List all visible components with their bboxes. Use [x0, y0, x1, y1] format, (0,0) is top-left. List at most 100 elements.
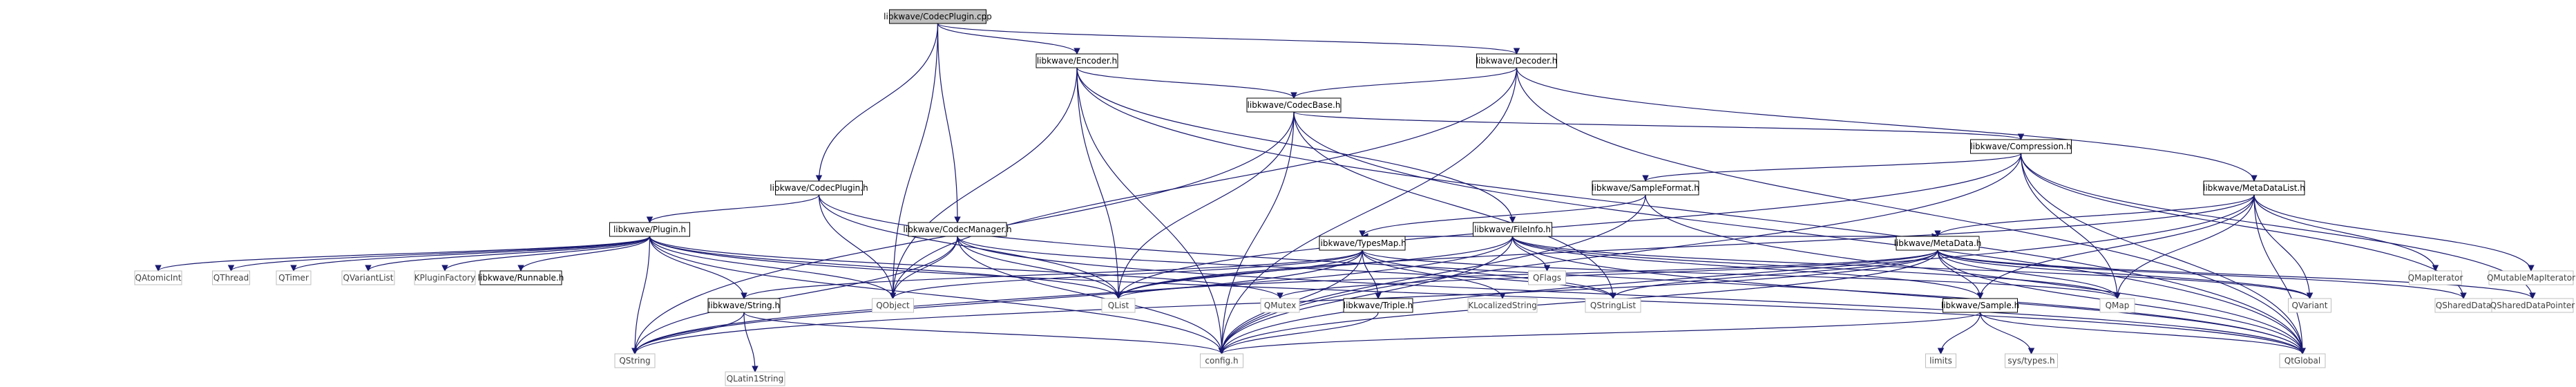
- edge-plugin-h-to-qlist: [649, 236, 1122, 299]
- node-qmap: QMap: [2099, 298, 2135, 313]
- edge-codecmanager-h-to-qlist: [957, 236, 1122, 299]
- node-decoder-h[interactable]: libkwave/Decoder.h: [1476, 53, 1558, 68]
- node-box: [725, 371, 785, 386]
- edge-decoder-h-to-codecbase-h: [1290, 67, 1518, 99]
- node-qstring: QString: [614, 353, 656, 368]
- node-label: QMutableMapIterator: [2487, 273, 2575, 283]
- edge-string-h-to-qstring: [631, 312, 745, 355]
- edge-decoder-h-to-config-h: [1218, 67, 1518, 355]
- node-box: [414, 270, 476, 285]
- node-typesmap-h[interactable]: libkwave/TypesMap.h: [1318, 236, 1406, 251]
- node-klocalizedstring: KLocalizedString: [1467, 298, 1538, 313]
- node-label: libkwave/Encoder.h: [1037, 56, 1117, 66]
- node-box: [889, 9, 986, 24]
- edge-metadata-h-to-config-h: [1218, 249, 1938, 355]
- node-label: libkwave/CodecPlugin.h: [770, 183, 868, 193]
- node-sys-types-h: sys/types.h: [2005, 353, 2058, 368]
- node-box: [614, 353, 656, 368]
- node-box: [479, 270, 562, 285]
- node-qshareddatapointer: QSharedDataPointer: [2490, 298, 2575, 313]
- node-box: [1260, 298, 1300, 313]
- node-sampleformat-h[interactable]: libkwave/SampleFormat.h: [1592, 180, 1699, 196]
- edge-codecplugin-h-to-plugin-h: [646, 194, 820, 223]
- node-codecplugin-cpp[interactable]: libkwave/CodecPlugin.cpp: [884, 9, 992, 24]
- edge-triple-h-to-config-h: [1218, 312, 1379, 355]
- node-label: QMap: [2106, 301, 2130, 310]
- edge-codecplugin-cpp-to-qobject: [889, 23, 939, 299]
- node-box: [2279, 353, 2326, 368]
- node-string-h[interactable]: libkwave/String.h: [707, 298, 781, 313]
- edge-fileinfo-h-to-qvariant: [1511, 236, 2313, 299]
- edge-metadata-h-to-qvariant: [1937, 249, 2313, 299]
- edge-codecplugin-cpp-to-decoder-h: [937, 23, 1520, 55]
- node-qvariantlist: QVariantList: [341, 270, 395, 285]
- edge-codecmanager-h-to-qstring: [631, 236, 958, 355]
- edge-metadatalist-h-to-qlist: [1115, 194, 2255, 299]
- node-box: [2099, 298, 2135, 313]
- edge-encoder-h-to-qtglobal: [1076, 67, 2306, 355]
- edge-plugin-h-to-qtimer: [290, 236, 651, 272]
- edge-sampleformat-h-to-qtglobal: [1645, 194, 2306, 355]
- edge-plugin-h-to-qobject: [649, 236, 897, 299]
- node-label: limits: [1929, 356, 1952, 366]
- edge-metadatalist-h-to-qtglobal: [2253, 194, 2306, 355]
- edge-sampleformat-h-to-typesmap-h: [1359, 194, 1646, 237]
- node-box: [1943, 298, 2018, 313]
- edge-plugin-h-to-qtglobal: [649, 236, 2306, 355]
- edge-plugin-h-to-qvariantlist: [365, 236, 651, 272]
- node-box: [1343, 298, 1413, 313]
- node-label: libkwave/Plugin.h: [613, 225, 686, 234]
- node-encoder-h[interactable]: libkwave/Encoder.h: [1036, 53, 1118, 68]
- edge-metadata-h-to-sample-h: [1937, 249, 1984, 299]
- node-qmapiterator: QMapIterator: [2408, 270, 2463, 285]
- node-metadata-h[interactable]: libkwave/MetaData.h: [1894, 236, 1982, 251]
- node-box: [609, 222, 690, 237]
- edge-typesmap-h-to-triple-h: [1362, 249, 1382, 299]
- node-box: [1246, 97, 1342, 113]
- edge-metadata-h-to-qmutex: [1277, 249, 1938, 299]
- edge-sample-h-to-qtglobal: [1979, 312, 2306, 355]
- edge-encoder-h-to-codecbase-h: [1076, 67, 1297, 99]
- node-label: libkwave/Decoder.h: [1476, 56, 1558, 66]
- node-label: libkwave/MetaDataList.h: [2203, 183, 2305, 193]
- node-label: libkwave/TypesMap.h: [1318, 238, 1406, 248]
- edge-typesmap-h-to-string-h: [741, 249, 1363, 299]
- node-label: libkwave/Sample.h: [1941, 301, 2019, 310]
- node-label: libkwave/Compression.h: [1970, 142, 2071, 151]
- edge-metadatalist-h-to-qmap: [2114, 194, 2255, 299]
- edge-metadatalist-h-to-sample-h: [1976, 194, 2255, 299]
- node-label: config.h: [1205, 356, 1238, 366]
- node-box: [908, 222, 1007, 237]
- node-plugin-h[interactable]: libkwave/Plugin.h: [609, 222, 690, 237]
- edge-metadatalist-h-to-qmutablemapiterator: [2253, 194, 2535, 272]
- node-fileinfo-h[interactable]: libkwave/FileInfo.h: [1473, 222, 1552, 237]
- edge-codecplugin-h-to-qlist: [818, 194, 1122, 299]
- node-sample-h[interactable]: libkwave/Sample.h: [1941, 298, 2019, 313]
- node-codecplugin-h[interactable]: libkwave/CodecPlugin.h: [770, 180, 868, 196]
- node-box: [1473, 222, 1552, 237]
- node-box: [1467, 298, 1538, 313]
- node-qshareddata: QSharedData: [2434, 298, 2492, 313]
- node-qmutex: QMutex: [1260, 298, 1300, 313]
- node-box: [1200, 353, 1243, 368]
- edge-typesmap-h-to-qmap: [1362, 249, 2121, 299]
- node-label: KLocalizedString: [1468, 301, 1536, 310]
- edge-metadata-h-to-qstringlist: [1610, 249, 1938, 299]
- edge-decoder-h-to-qobject: [889, 67, 1518, 299]
- node-codecmanager-h[interactable]: libkwave/CodecManager.h: [903, 222, 1012, 237]
- node-runnable-h[interactable]: libkwave/Runnable.h: [478, 270, 564, 285]
- node-compression-h[interactable]: libkwave/Compression.h: [1970, 139, 2072, 154]
- node-box: [1319, 236, 1406, 251]
- node-triple-h[interactable]: libkwave/Triple.h: [1343, 298, 1413, 313]
- node-codecbase-h[interactable]: libkwave/CodecBase.h: [1246, 97, 1342, 113]
- edge-fileinfo-h-to-config-h: [1218, 236, 1514, 355]
- edge-fileinfo-h-to-qtglobal: [1511, 236, 2306, 355]
- edge-codecbase-h-to-qlist: [1115, 111, 1295, 299]
- edge-sample-h-to-config-h: [1219, 312, 1981, 355]
- edge-compression-h-to-qtglobal: [2020, 153, 2306, 355]
- node-label: QMutex: [1264, 301, 1296, 310]
- node-metadatalist-h[interactable]: libkwave/MetaDataList.h: [2203, 180, 2305, 196]
- edge-string-h-to-qlatin1string: [743, 312, 759, 372]
- edge-typesmap-h-to-klocalizedstring: [1362, 249, 1506, 299]
